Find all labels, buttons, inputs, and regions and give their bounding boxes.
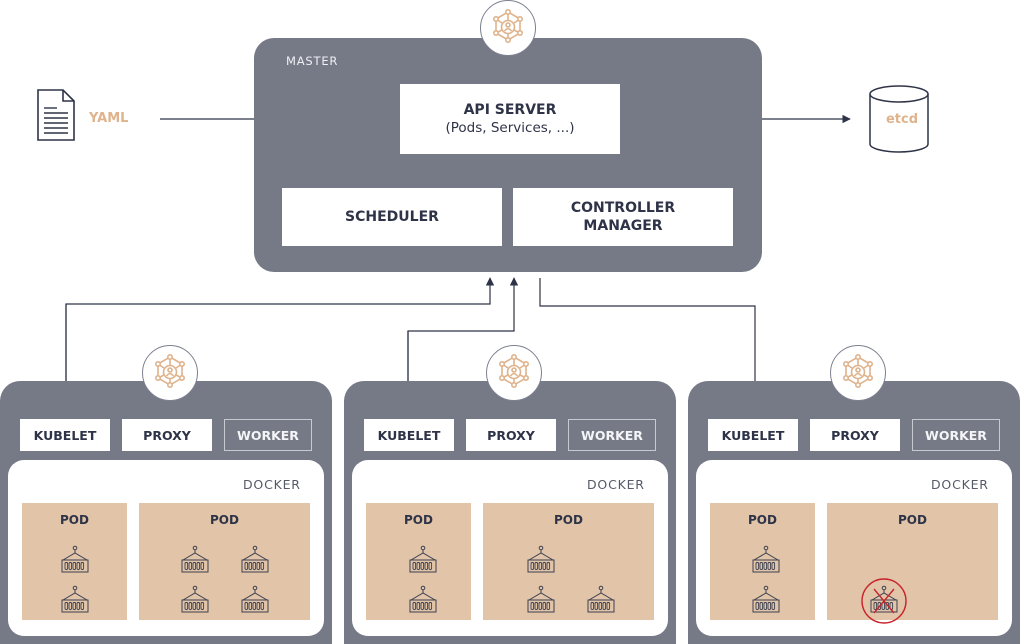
failed-marker-icon (861, 578, 907, 624)
pod[interactable]: POD (827, 503, 998, 620)
worker3-link (539, 278, 760, 411)
pod-label: POD (748, 513, 777, 527)
container-icon[interactable] (751, 585, 781, 615)
container-icon[interactable] (751, 545, 781, 575)
container-icon[interactable] (180, 545, 210, 575)
kubernetes-network-icon (840, 353, 876, 393)
container-icon[interactable] (60, 545, 90, 575)
container-icon[interactable] (526, 545, 556, 575)
container-icon[interactable] (526, 585, 556, 615)
pod-label: POD (60, 513, 89, 527)
proxy-box[interactable]: PROXY (122, 419, 212, 451)
kubelet-label: KUBELET (721, 427, 785, 443)
controller-manager-box[interactable]: CONTROLLER MANAGER (513, 188, 733, 246)
proxy-box[interactable]: PROXY (810, 419, 900, 451)
worker-badge (142, 345, 198, 401)
api-server-subtitle: (Pods, Services, ...) (445, 120, 575, 136)
scheduler-label: SCHEDULER (345, 209, 439, 225)
docker-label: DOCKER (587, 477, 645, 492)
container-icon[interactable] (180, 585, 210, 615)
worker-badge (830, 345, 886, 401)
worker-label: WORKER (925, 427, 987, 443)
pod-label: POD (898, 513, 927, 527)
etcd-label: etcd (885, 112, 919, 127)
worker-tag: WORKER (912, 419, 1000, 451)
proxy-label: PROXY (831, 427, 879, 443)
controller-manager-label-line1: CONTROLLER (570, 200, 676, 216)
container-icon[interactable] (586, 585, 616, 615)
kubernetes-network-icon (490, 8, 526, 48)
worker-tag: WORKER (224, 419, 312, 451)
worker-label: WORKER (581, 427, 643, 443)
controller-manager-label-line2: MANAGER (583, 218, 663, 234)
container-icon[interactable] (240, 585, 270, 615)
api-server-title: API SERVER (463, 102, 557, 118)
worker-label: WORKER (237, 427, 299, 443)
docker-label: DOCKER (931, 477, 989, 492)
failed-container-icon[interactable] (861, 578, 907, 624)
proxy-label: PROXY (143, 427, 191, 443)
container-icon[interactable] (240, 545, 270, 575)
kubelet-label: KUBELET (33, 427, 97, 443)
container-icon[interactable] (408, 585, 438, 615)
pod-label: POD (404, 513, 433, 527)
kubernetes-network-icon (152, 353, 188, 393)
kubelet-box[interactable]: KUBELET (364, 419, 454, 451)
kubernetes-network-icon (496, 353, 532, 393)
proxy-label: PROXY (487, 427, 535, 443)
pod[interactable]: POD (139, 503, 310, 620)
pod-label: POD (210, 513, 239, 527)
yaml-label: YAML (89, 111, 129, 126)
container-icon[interactable] (60, 585, 90, 615)
master-badge (480, 0, 536, 56)
etcd-database-icon (868, 84, 930, 154)
scheduler-box[interactable]: SCHEDULER (282, 188, 502, 246)
kubelet-label: KUBELET (377, 427, 441, 443)
container-icon[interactable] (408, 545, 438, 575)
kubelet-box[interactable]: KUBELET (708, 419, 798, 451)
docker-label: DOCKER (243, 477, 301, 492)
master-label: MASTER (286, 54, 339, 68)
api-server-box[interactable]: API SERVER (Pods, Services, ...) (400, 84, 620, 154)
pod-label: POD (554, 513, 583, 527)
yaml-document-icon (37, 89, 75, 141)
worker-badge (486, 345, 542, 401)
proxy-box[interactable]: PROXY (466, 419, 556, 451)
worker-tag: WORKER (568, 419, 656, 451)
kubelet-box[interactable]: KUBELET (20, 419, 110, 451)
pod[interactable]: POD (483, 503, 654, 620)
